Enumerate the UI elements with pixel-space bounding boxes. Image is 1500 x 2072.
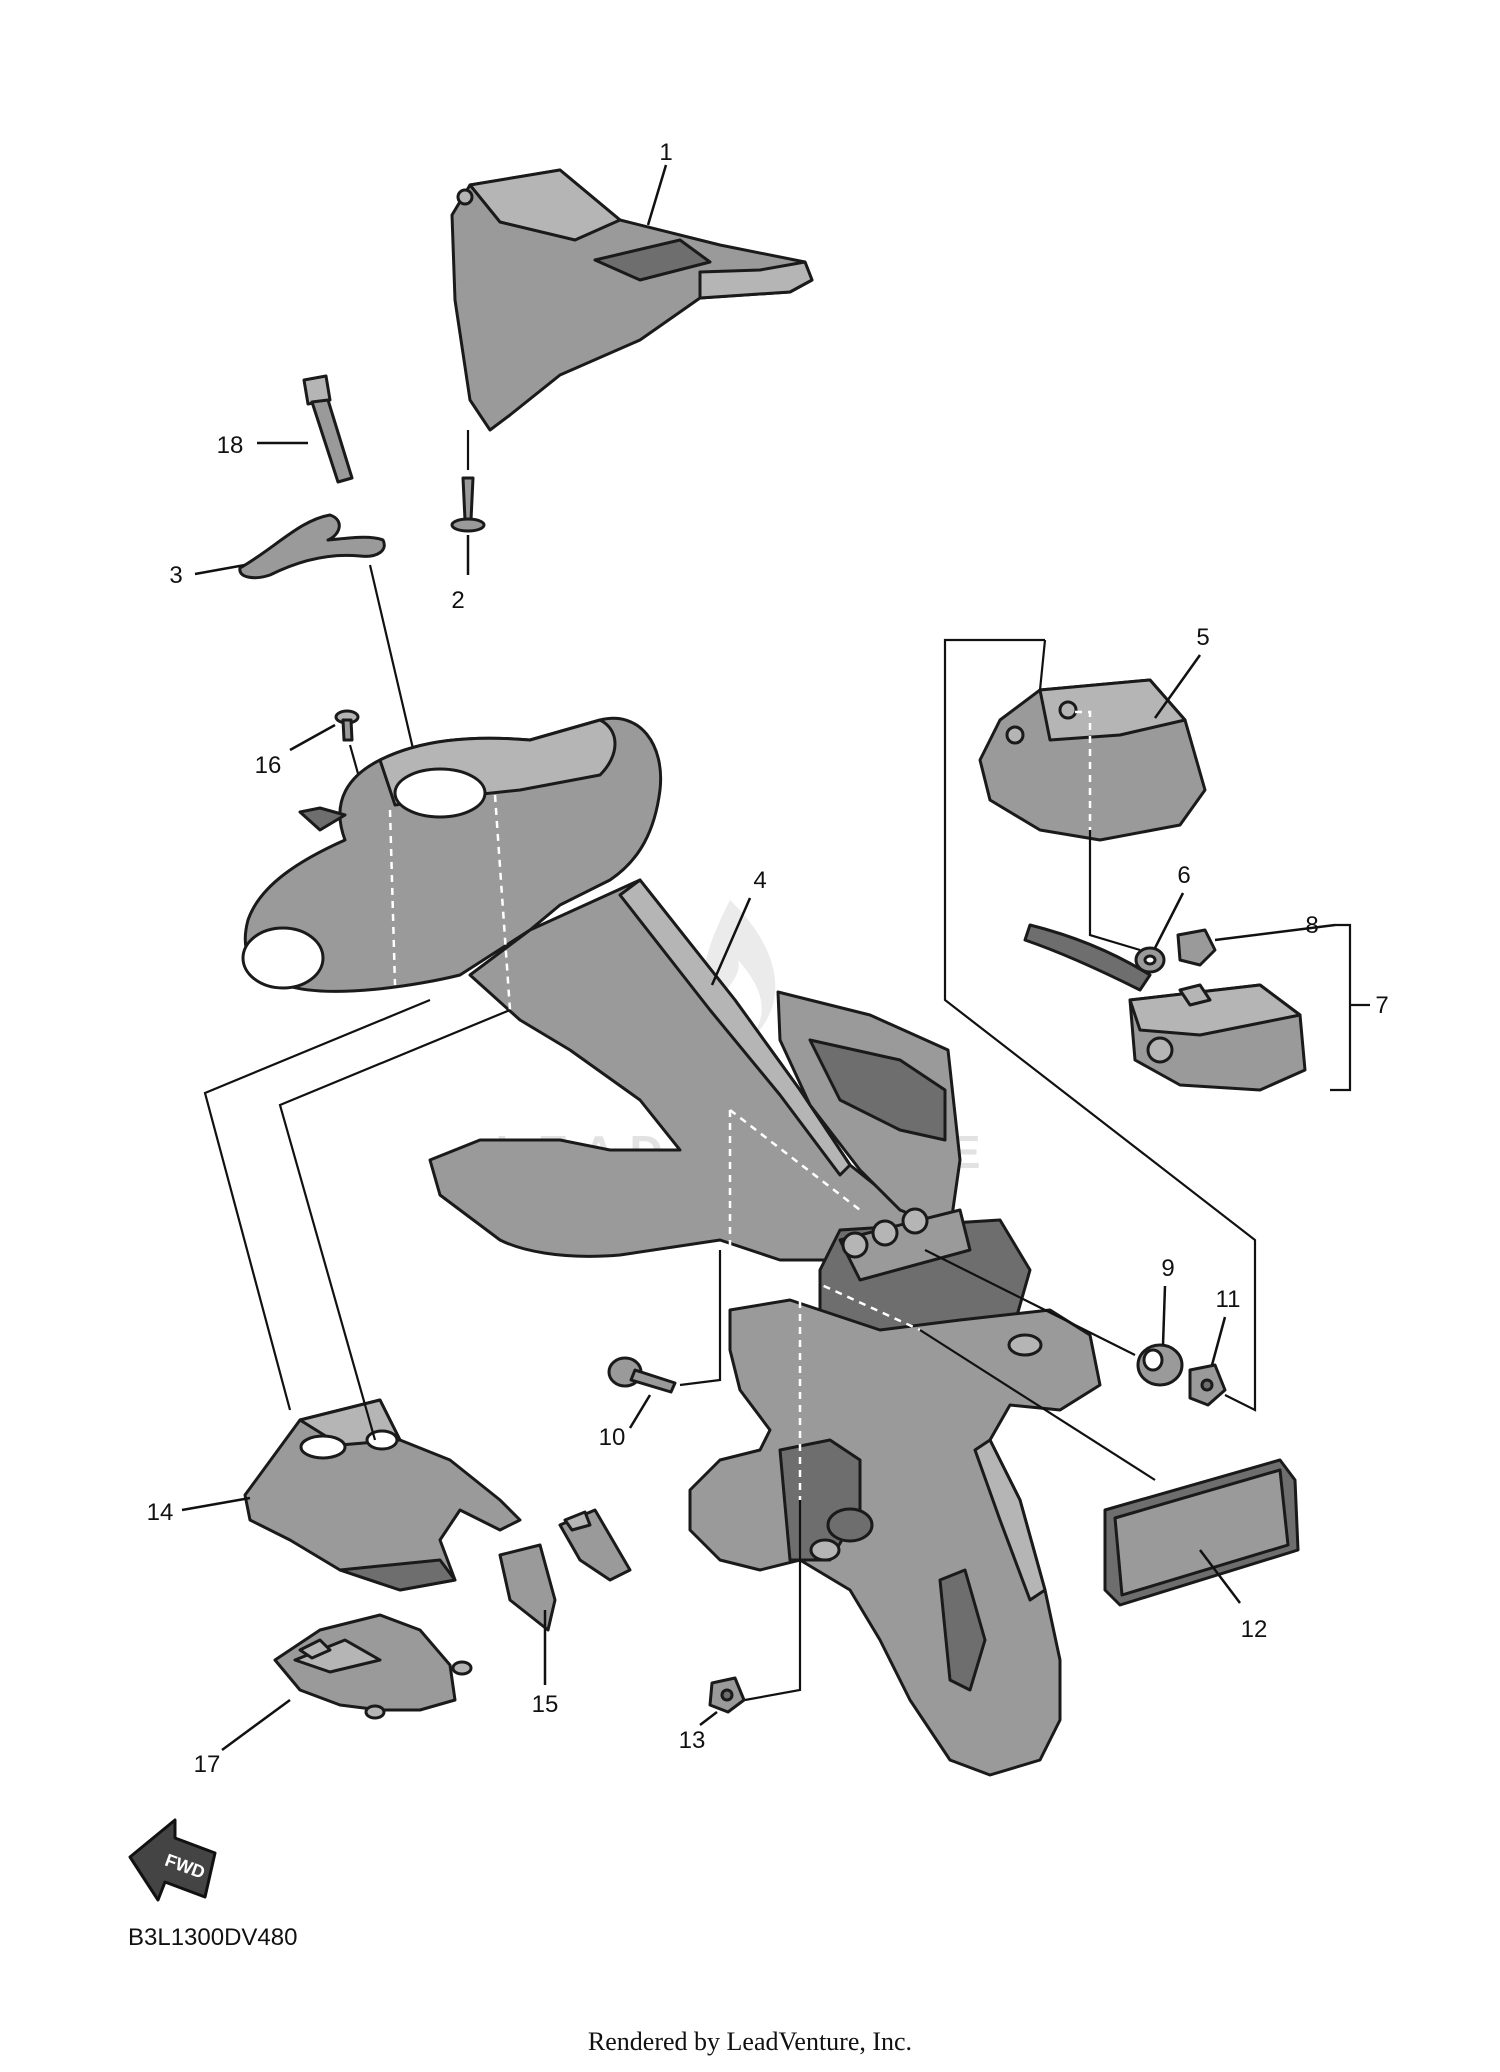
- callout-6: 6: [1177, 862, 1190, 889]
- callout-leaders: [181, 164, 1336, 1752]
- callout-11: 11: [1216, 1286, 1241, 1313]
- part-14-lower-bracket: [243, 1398, 522, 1592]
- part-1-under-tray: [450, 168, 814, 432]
- callout-numbers: 1 2 3 4 5 6 7 8 9 10 11 12 13 14 15 16 1…: [147, 139, 1389, 1778]
- part-10-bolt: [607, 1356, 677, 1394]
- callout-15: 15: [532, 1691, 559, 1718]
- footer-credit: Rendered by LeadVenture, Inc.: [588, 2027, 912, 2056]
- part-13-nut: [708, 1676, 746, 1714]
- callout-18: 18: [217, 432, 244, 459]
- callout-1: 1: [659, 139, 672, 166]
- guide-lines: [203, 638, 1370, 1702]
- callout-16: 16: [255, 752, 282, 779]
- part-11-nut: [1188, 1363, 1227, 1407]
- fwd-arrow-icon: FWD: [128, 1818, 217, 1902]
- callout-2: 2: [451, 587, 464, 614]
- part-17-cover: [273, 1613, 473, 1720]
- part-15-clip: [498, 1508, 632, 1632]
- part-2-rivet: [450, 430, 486, 533]
- part-8-nut: [1176, 928, 1217, 967]
- callout-8: 8: [1305, 912, 1318, 939]
- part-7-tail-light: [1023, 923, 1307, 1092]
- callout-12: 12: [1241, 1616, 1268, 1643]
- part-6-grommet: [1088, 830, 1166, 974]
- part-5-light-cover: [978, 678, 1207, 842]
- callout-3: 3: [169, 562, 182, 589]
- callout-4: 4: [753, 867, 766, 894]
- part-4-rear-fender: [241, 716, 1102, 1777]
- callout-5: 5: [1196, 624, 1209, 651]
- part-18-bolt: [302, 374, 354, 484]
- callout-17: 17: [194, 1751, 221, 1778]
- part-12-reflector: [1103, 1458, 1300, 1607]
- callout-10: 10: [599, 1424, 626, 1451]
- part-9-collar: [1136, 1343, 1184, 1387]
- diagram-code: B3L1300DV480: [128, 1924, 297, 1951]
- callout-9: 9: [1161, 1255, 1174, 1282]
- callout-7: 7: [1375, 992, 1388, 1019]
- callout-14: 14: [147, 1499, 174, 1526]
- part-3-bracket: [238, 513, 386, 580]
- callout-13: 13: [679, 1727, 706, 1754]
